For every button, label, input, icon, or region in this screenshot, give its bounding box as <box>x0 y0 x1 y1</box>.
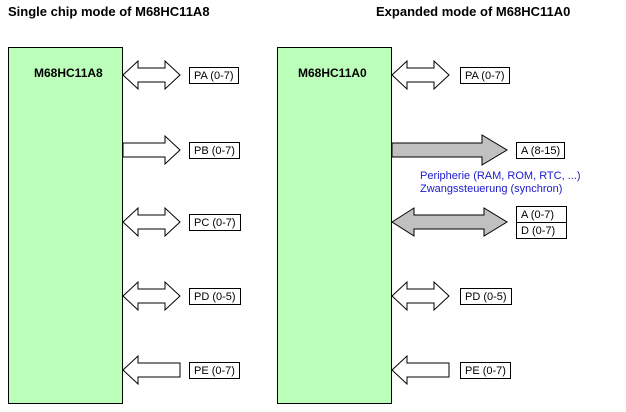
left-pd-bidirectional-arrow <box>122 280 181 312</box>
left-port-pb: PB (0-7) <box>189 142 240 159</box>
left-port-pa: PA (0-7) <box>189 67 239 84</box>
left-port-pc: PC (0-7) <box>189 214 241 231</box>
right-chip-label: M68HC11A0 <box>298 66 367 80</box>
right-port-pa: PA (0-7) <box>460 67 510 84</box>
left-title: Single chip mode of M68HC11A8 <box>8 4 210 19</box>
right-port-pd: PD (0-5) <box>460 288 512 305</box>
right-title: Expanded mode of M68HC11A0 <box>376 4 571 19</box>
right-pd-bidirectional-arrow <box>391 280 450 312</box>
right-port-data: D (0-7) <box>516 222 567 239</box>
left-pa-bidirectional-arrow <box>122 59 181 91</box>
right-port-address-high: A (8-15) <box>516 142 566 159</box>
left-chip-label: M68HC11A8 <box>34 66 103 80</box>
right-chip <box>277 47 392 404</box>
left-pc-bidirectional-arrow <box>122 206 181 238</box>
right-port-address-low: A (0-7) <box>516 206 567 223</box>
left-port-pd: PD (0-5) <box>189 288 241 305</box>
right-pa-bidirectional-arrow <box>391 59 450 91</box>
right-address-high-bus-arrow <box>391 134 508 166</box>
left-pe-input-arrow <box>122 354 181 386</box>
left-port-pe: PE (0-7) <box>189 362 240 379</box>
right-address-data-bus-arrow <box>391 207 508 237</box>
right-port-pe: PE (0-7) <box>460 362 511 379</box>
note-forced-control: Zwangssteuerung (synchron) <box>420 183 563 195</box>
right-pe-input-arrow <box>391 354 450 386</box>
left-chip <box>8 47 123 404</box>
note-peripherals: Peripherie (RAM, ROM, RTC, ...) <box>420 170 581 182</box>
left-pb-output-arrow <box>122 134 181 166</box>
